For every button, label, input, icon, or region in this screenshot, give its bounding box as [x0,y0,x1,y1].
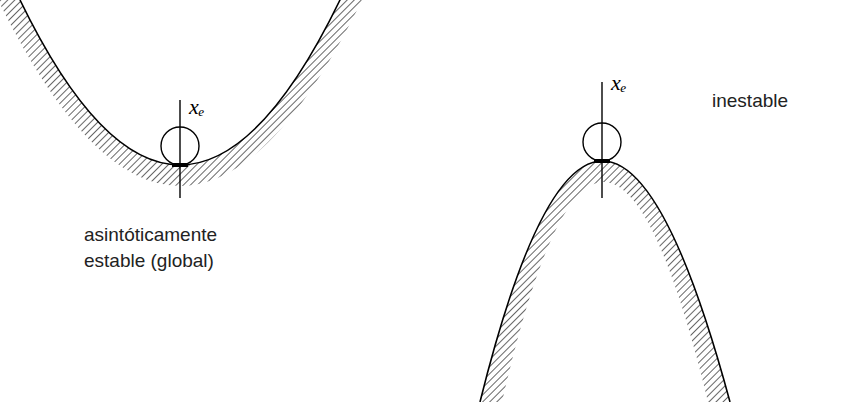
contact-point [172,163,188,167]
valley-hatching [0,0,362,186]
contact-point [594,159,610,163]
hill-surface [480,161,730,402]
equilibrium-marker [601,82,602,198]
state-caption: inestable [712,88,788,114]
equilibrium-label: xₑ [610,72,628,94]
equilibrium-marker [179,100,180,198]
state-caption: asintóticamente estable (global) [84,222,244,273]
hill-hatching [480,161,730,402]
equilibrium-label: xₑ [188,96,206,118]
